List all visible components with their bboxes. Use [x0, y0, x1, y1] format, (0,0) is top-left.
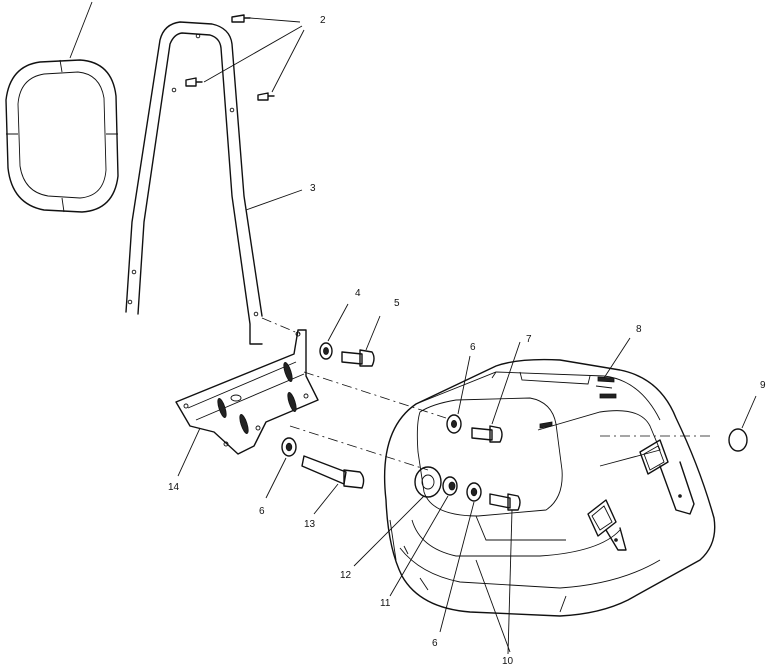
callout-6b: 6 — [259, 506, 265, 517]
leader-6b — [265, 457, 287, 499]
callout-14: 14 — [168, 482, 180, 493]
leader-14 — [177, 427, 201, 477]
callout-10: 10 — [502, 656, 514, 667]
long-bolt — [301, 455, 365, 489]
sissy-bar-frame — [125, 21, 263, 345]
callout-7: 7 — [526, 334, 532, 345]
leader-7 — [491, 341, 521, 425]
alignment-lines — [261, 317, 712, 471]
bolt-upper — [341, 349, 375, 367]
reflector — [728, 428, 748, 452]
spacer — [442, 476, 458, 496]
leader-6a — [457, 355, 471, 415]
strap-buckle-upper — [639, 439, 695, 515]
callout-13: 13 — [304, 519, 316, 530]
leader-10 — [507, 509, 513, 655]
screws — [185, 14, 275, 101]
leader-12 — [353, 495, 425, 567]
callout-8: 8 — [636, 324, 642, 335]
washer-lower — [281, 437, 297, 457]
leader-4 — [327, 303, 349, 342]
callout-2: 2 — [320, 15, 326, 26]
leader-6c — [439, 501, 475, 633]
leader-1 — [69, 1, 93, 59]
grommet — [414, 466, 442, 498]
washer-case-upper — [446, 414, 462, 434]
callout-3: 3 — [310, 183, 316, 194]
leader-13 — [313, 483, 339, 515]
washer-upper — [319, 342, 333, 360]
bolt-case-lower — [489, 493, 521, 511]
saddlebag — [383, 358, 716, 617]
leader-8 — [603, 337, 631, 379]
mounting-bracket — [175, 329, 319, 455]
leader-11 — [389, 495, 449, 597]
callout-4: 4 — [355, 288, 361, 299]
callout-6c: 6 — [432, 638, 438, 649]
leader-5 — [365, 315, 381, 351]
callout-5: 5 — [394, 298, 400, 309]
leader-3 — [245, 189, 303, 211]
bolt-case-upper — [471, 425, 503, 443]
callout-12: 12 — [340, 570, 352, 581]
callout-11: 11 — [380, 598, 391, 609]
leader-2 — [203, 17, 305, 93]
backrest-pad — [5, 59, 119, 213]
washer-case-lower — [466, 482, 482, 502]
leader-9 — [741, 395, 757, 429]
callout-9: 9 — [760, 380, 766, 391]
strap-buckle-lower — [587, 499, 627, 551]
callout-6a: 6 — [470, 342, 476, 353]
